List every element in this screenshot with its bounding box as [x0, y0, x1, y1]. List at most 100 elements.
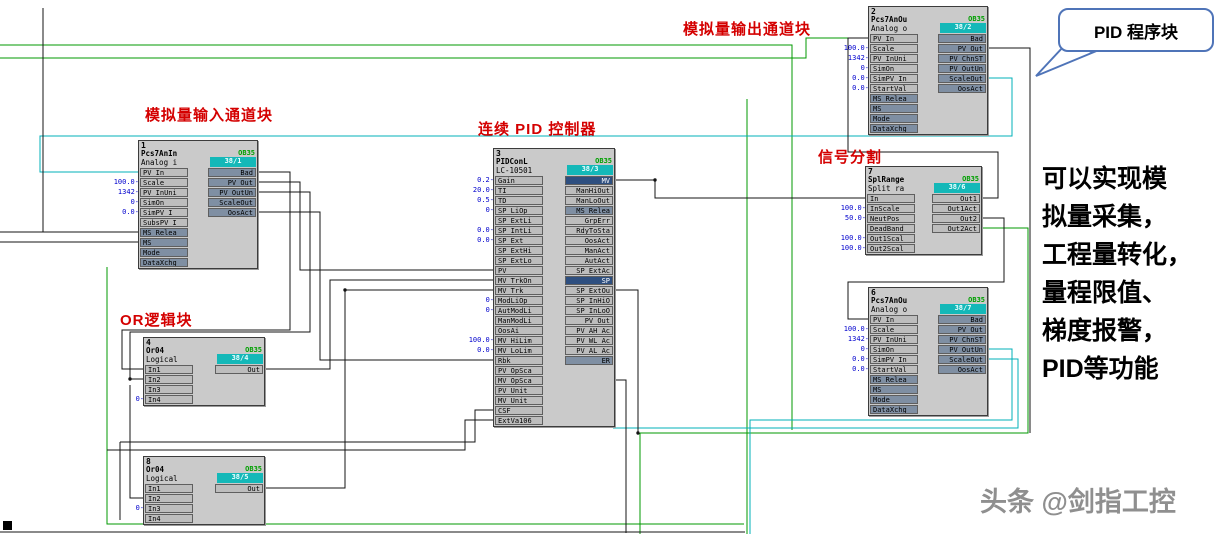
port-sp[interactable]: SP	[565, 276, 613, 285]
port-mv-lolim[interactable]: MV_LoLim	[495, 346, 543, 355]
port-pv-ah-ac[interactable]: PV_AH_Ac	[565, 326, 613, 335]
port-pv-in[interactable]: PV_In	[870, 315, 918, 324]
port-scale[interactable]: Scale	[870, 44, 918, 53]
param-value-simpv-in[interactable]: 0.0	[852, 355, 869, 364]
param-value-scale[interactable]: 100.0	[844, 44, 869, 53]
param-value-simon[interactable]: 0	[861, 64, 869, 73]
port-simpv-in[interactable]: SimPV_In	[870, 74, 918, 83]
port-ms[interactable]: MS	[870, 104, 918, 113]
port-sp-extac[interactable]: SP_ExtAc	[565, 266, 613, 275]
port-in1[interactable]: In1	[145, 365, 193, 374]
port-ms[interactable]: MS	[140, 238, 188, 247]
param-value-scale[interactable]: 100.0	[114, 178, 139, 187]
port-pv-out[interactable]: PV_Out	[938, 325, 986, 334]
port-inscale[interactable]: InScale	[867, 204, 915, 213]
port-in3[interactable]: In3	[145, 385, 193, 394]
port-bad[interactable]: Bad	[938, 34, 986, 43]
port-pv-outun[interactable]: PV_OutUn	[208, 188, 256, 197]
port-out1act[interactable]: Out1Act	[932, 204, 980, 213]
port-sp-inloo[interactable]: SP_InLoO	[565, 306, 613, 315]
port-pv-chnst[interactable]: PV_ChnST	[938, 335, 986, 344]
port-grperr[interactable]: GrpErr	[565, 216, 613, 225]
port-ms-relea[interactable]: MS_Relea	[565, 206, 613, 215]
port-in4[interactable]: In4	[145, 514, 193, 523]
param-value-simon[interactable]: 0	[131, 198, 139, 207]
port-oosact[interactable]: OosAct	[938, 84, 986, 93]
port-sp-liop[interactable]: SP_LiOp	[495, 206, 543, 215]
port-pv-outun[interactable]: PV_OutUn	[938, 345, 986, 354]
port-out2scal[interactable]: Out2Scal	[867, 244, 915, 253]
port-simon[interactable]: SimOn	[140, 198, 188, 207]
param-value-out1scal[interactable]: 100.0	[841, 234, 866, 243]
port-mode[interactable]: Mode	[870, 395, 918, 404]
port-pv-unit[interactable]: PV_Unit	[495, 386, 543, 395]
port-ms-relea[interactable]: MS_Relea	[140, 228, 188, 237]
param-value-autmodli[interactable]: 0	[486, 306, 494, 315]
port-simpv-in[interactable]: SimPV_In	[870, 355, 918, 364]
port-manhiout[interactable]: ManHiOut	[565, 186, 613, 195]
param-value-startval[interactable]: 0.0	[852, 84, 869, 93]
port-in2[interactable]: In2	[145, 375, 193, 384]
port-pv-al-ac[interactable]: PV_AL_Ac	[565, 346, 613, 355]
port-pv-outun[interactable]: PV_OutUn	[938, 64, 986, 73]
param-value-simpv-in[interactable]: 0.0	[852, 74, 869, 83]
port-in4[interactable]: In4	[145, 395, 193, 404]
port-pv-wl-ac[interactable]: PV_WL_Ac	[565, 336, 613, 345]
port-scale[interactable]: Scale	[870, 325, 918, 334]
port-out2act[interactable]: Out2Act	[932, 224, 980, 233]
port-out1scal[interactable]: Out1Scal	[867, 234, 915, 243]
port-gain[interactable]: Gain	[495, 176, 543, 185]
port-pv-in[interactable]: PV_In	[140, 168, 188, 177]
port-rbk[interactable]: Rbk	[495, 356, 543, 365]
param-value-sp-ext[interactable]: 0.0	[477, 236, 494, 245]
port-sp-extou[interactable]: SP_ExtOu	[565, 286, 613, 295]
param-value-gain[interactable]: 0.2	[477, 176, 494, 185]
port-scale[interactable]: Scale	[140, 178, 188, 187]
port-manmodli[interactable]: ManModLi	[495, 316, 543, 325]
port-csf[interactable]: CSF	[495, 406, 543, 415]
param-value-in3[interactable]: 0	[136, 504, 144, 513]
port-mv[interactable]: MV	[565, 176, 613, 185]
block-3-pidconl[interactable]: 3PIDConLOB35LC-1050138/30.2GainMV20.0TIM…	[469, 148, 615, 427]
param-value-scale[interactable]: 100.0	[844, 325, 869, 334]
port-manloout[interactable]: ManLoOut	[565, 196, 613, 205]
param-value-startval[interactable]: 0.0	[852, 365, 869, 374]
port-simon[interactable]: SimOn	[870, 345, 918, 354]
port-mv-hilim[interactable]: MV_HiLim	[495, 336, 543, 345]
param-value-simpv-i[interactable]: 0.0	[122, 208, 139, 217]
port-autmodli[interactable]: AutModLi	[495, 306, 543, 315]
port-pv-opsca[interactable]: PV_OpSca	[495, 366, 543, 375]
port-sp-intli[interactable]: SP_IntLi	[495, 226, 543, 235]
port-oosact[interactable]: OosAct	[565, 236, 613, 245]
port-oosact[interactable]: OosAct	[208, 208, 256, 217]
param-value-mv-hilim[interactable]: 100.0	[469, 336, 494, 345]
port-pv-out[interactable]: PV_Out	[938, 44, 986, 53]
port-neutpos[interactable]: NeutPos	[867, 214, 915, 223]
port-pv-chnst[interactable]: PV_ChnST	[938, 54, 986, 63]
port-pv-inuni[interactable]: PV_InUni	[140, 188, 188, 197]
port-out[interactable]: Out	[215, 365, 263, 374]
port-scaleout[interactable]: ScaleOut	[938, 74, 986, 83]
param-value-td[interactable]: 0.5	[477, 196, 494, 205]
port-scaleout[interactable]: ScaleOut	[938, 355, 986, 364]
port-simon[interactable]: SimOn	[870, 64, 918, 73]
port-extva106[interactable]: ExtVa106	[495, 416, 543, 425]
port-sp-inhio[interactable]: SP_InHiO	[565, 296, 613, 305]
port-pv-out[interactable]: PV_Out	[208, 178, 256, 187]
param-value-out2scal[interactable]: 100.0	[841, 244, 866, 253]
param-value-inscale[interactable]: 100.0	[841, 204, 866, 213]
port-dataxchg[interactable]: DataXchg	[140, 258, 188, 267]
port-pv-out[interactable]: PV_Out	[565, 316, 613, 325]
port-deadband[interactable]: DeadBand	[867, 224, 915, 233]
param-value-in4[interactable]: 0	[136, 395, 144, 404]
port-bad[interactable]: Bad	[938, 315, 986, 324]
port-modliop[interactable]: ModLiOp	[495, 296, 543, 305]
port-manact[interactable]: ManAct	[565, 246, 613, 255]
port-rdytosta[interactable]: RdyToSta	[565, 226, 613, 235]
port-sp-exthi[interactable]: SP_ExtHi	[495, 246, 543, 255]
param-value-simon[interactable]: 0	[861, 345, 869, 354]
port-autact[interactable]: AutAct	[565, 256, 613, 265]
